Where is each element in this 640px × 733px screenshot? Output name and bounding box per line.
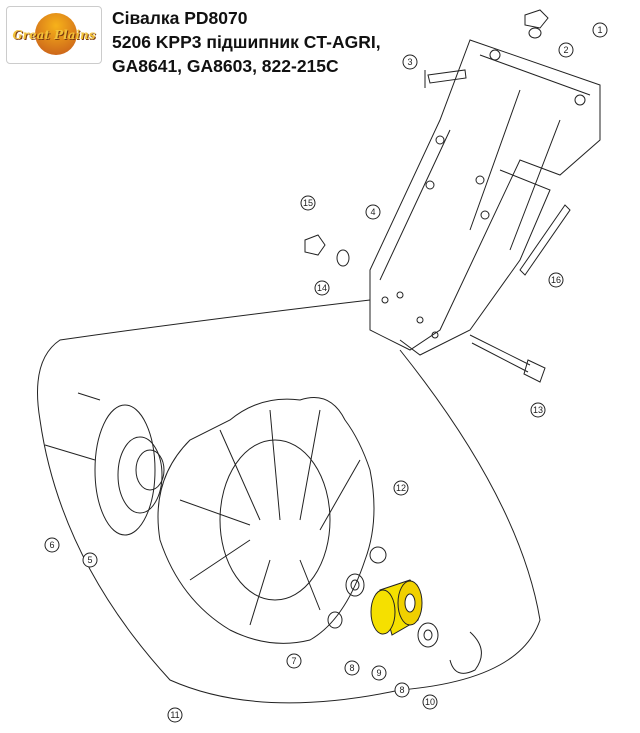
nut-1	[524, 9, 549, 39]
page-title: Сівалка PD8070 5206 KPP3 підшипник CT-AG…	[112, 6, 381, 78]
nut-15	[304, 234, 350, 267]
callout-label-10: 10	[425, 697, 435, 707]
callout-label-9: 9	[376, 668, 381, 678]
callout-circle	[365, 204, 381, 220]
title-line-3: GA8641, GA8603, 822-215C	[112, 56, 339, 76]
callout-label-4: 4	[370, 207, 375, 217]
callout-label-7: 7	[291, 656, 296, 666]
callout-label-1: 1	[597, 25, 602, 35]
bearing-highlight	[370, 579, 423, 636]
callout-label-5: 5	[87, 555, 92, 565]
callout-label-3: 3	[407, 57, 412, 67]
callout-circle	[82, 552, 98, 568]
callout-circle	[592, 22, 608, 38]
logo-sun-icon	[35, 13, 77, 55]
callout-label-11: 11	[170, 710, 179, 720]
pin-16	[519, 204, 571, 276]
callout-label-8: 8	[399, 685, 404, 695]
callout-circle	[393, 480, 409, 496]
callout-circle	[394, 682, 410, 698]
title-line-2: 5206 KPP3 підшипник CT-AGRI,	[112, 32, 381, 52]
callout-label-16: 16	[551, 275, 561, 285]
washers	[327, 546, 482, 674]
callout-circle	[344, 660, 360, 676]
callout-circle	[300, 195, 316, 211]
callout-circle	[530, 402, 546, 418]
callout-circle	[167, 707, 183, 723]
callout-circle	[548, 272, 564, 288]
callout-label-8: 8	[349, 663, 354, 673]
callout-circle	[286, 653, 302, 669]
callout-circle	[314, 280, 330, 296]
title-line-1: Сівалка PD8070	[112, 8, 248, 28]
callout-label-13: 13	[533, 405, 543, 415]
callout-circle	[422, 694, 438, 710]
callout-circle	[402, 54, 418, 70]
assembly-outline	[37, 299, 541, 704]
callout-label-6: 6	[49, 540, 54, 550]
callout-label-14: 14	[317, 283, 327, 293]
callout-circle	[44, 537, 60, 553]
callout-label-15: 15	[303, 198, 313, 208]
hub-flange	[44, 392, 165, 536]
callout-circle	[371, 665, 387, 681]
callout-circle	[558, 42, 574, 58]
callout-label-12: 12	[396, 483, 406, 493]
bolt-13	[469, 334, 546, 383]
mounting-arm	[369, 39, 601, 356]
bolt-3	[424, 69, 467, 88]
callout-label-2: 2	[563, 45, 568, 55]
logo-text: Great Plains	[12, 28, 96, 42]
fan-disc	[157, 397, 375, 644]
great-plains-logo: Great Plains	[6, 6, 102, 64]
